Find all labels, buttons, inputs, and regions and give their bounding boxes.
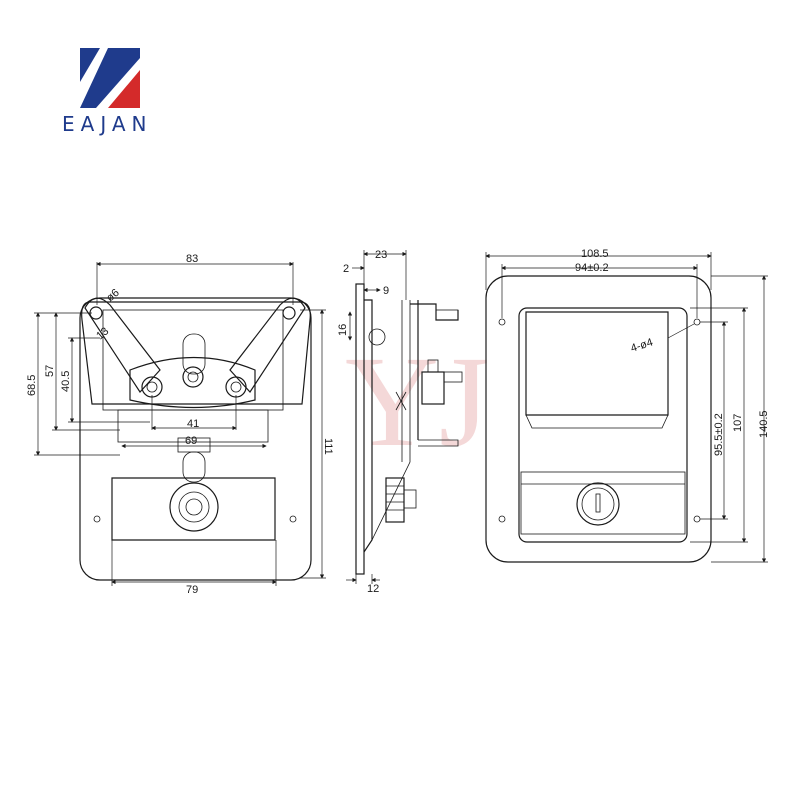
dim-label-95-5: 95.5±0.2 bbox=[713, 413, 725, 456]
dim-label-107: 107 bbox=[732, 414, 744, 432]
front-right-hole bbox=[282, 306, 296, 320]
side-hole bbox=[368, 328, 386, 346]
front-mount-hole-left bbox=[93, 515, 101, 523]
back-lock-face bbox=[576, 482, 620, 526]
dim-label-108-5: 108.5 bbox=[581, 248, 609, 260]
back-hole-bl bbox=[498, 515, 506, 523]
front-lower-body bbox=[111, 477, 276, 541]
back-outer-flange bbox=[485, 275, 712, 563]
front-bolt-center bbox=[182, 366, 204, 388]
dim-label-13: 13 bbox=[94, 325, 111, 342]
dim-label-140-5: 140.5 bbox=[758, 410, 770, 438]
front-view: 83 ø6 13 68.5 57 40.5 41 69 111 bbox=[26, 253, 334, 596]
logo-blue-stripe bbox=[80, 48, 140, 108]
dim-label-94: 94±0.2 bbox=[575, 262, 609, 274]
logo-red-triangle bbox=[108, 70, 140, 108]
keyhole-icon bbox=[595, 493, 601, 513]
front-mount-hole-right bbox=[289, 515, 297, 523]
dim-label-83: 83 bbox=[186, 253, 198, 265]
front-top-plate bbox=[81, 301, 311, 405]
side-view: 23 2 9 16 12 bbox=[337, 249, 463, 595]
side-lock-cylinder bbox=[385, 477, 417, 523]
brand-name: EAJAN bbox=[62, 112, 153, 136]
dim-label-12: 12 bbox=[367, 583, 379, 595]
front-mid-box bbox=[117, 409, 269, 443]
dim-label-69: 69 bbox=[185, 435, 197, 447]
dim-label-57: 57 bbox=[44, 365, 56, 377]
side-bottom-tab bbox=[418, 439, 459, 447]
logo-blue-triangle bbox=[80, 48, 100, 82]
dim-label-41: 41 bbox=[187, 418, 199, 430]
watermark: YJ bbox=[345, 330, 489, 474]
back-hole-br bbox=[693, 515, 701, 523]
dim-label-111: 111 bbox=[322, 438, 334, 455]
back-lower-panel bbox=[520, 471, 686, 535]
dim-label-2: 2 bbox=[343, 263, 349, 275]
back-recess bbox=[518, 307, 688, 543]
side-flange bbox=[355, 283, 365, 575]
back-view: 108.5 94±0.2 4-ø4 95.5±0.2 107 140.5 bbox=[485, 248, 770, 563]
dim-label-holes: 4-ø4 bbox=[629, 336, 654, 354]
dim-label-23: 23 bbox=[375, 249, 387, 261]
front-lock-cylinder bbox=[169, 482, 219, 532]
front-linkage-plate bbox=[129, 356, 256, 409]
dim-label-79: 79 bbox=[186, 584, 198, 596]
front-bolt-right bbox=[225, 376, 247, 398]
back-hole-tr bbox=[693, 318, 701, 326]
side-body bbox=[363, 299, 373, 553]
back-handle-top bbox=[525, 311, 669, 416]
brand-logo bbox=[80, 48, 140, 108]
dim-label-16: 16 bbox=[337, 324, 349, 336]
dim-label-40-5: 40.5 bbox=[60, 371, 72, 392]
front-slot bbox=[182, 333, 206, 375]
dim-label-68-5: 68.5 bbox=[26, 375, 38, 396]
dim-label-9: 9 bbox=[383, 285, 389, 297]
front-left-arm bbox=[84, 297, 161, 393]
back-hole-tl bbox=[498, 318, 506, 326]
side-latch-top bbox=[410, 303, 459, 321]
front-right-arm bbox=[229, 297, 306, 393]
